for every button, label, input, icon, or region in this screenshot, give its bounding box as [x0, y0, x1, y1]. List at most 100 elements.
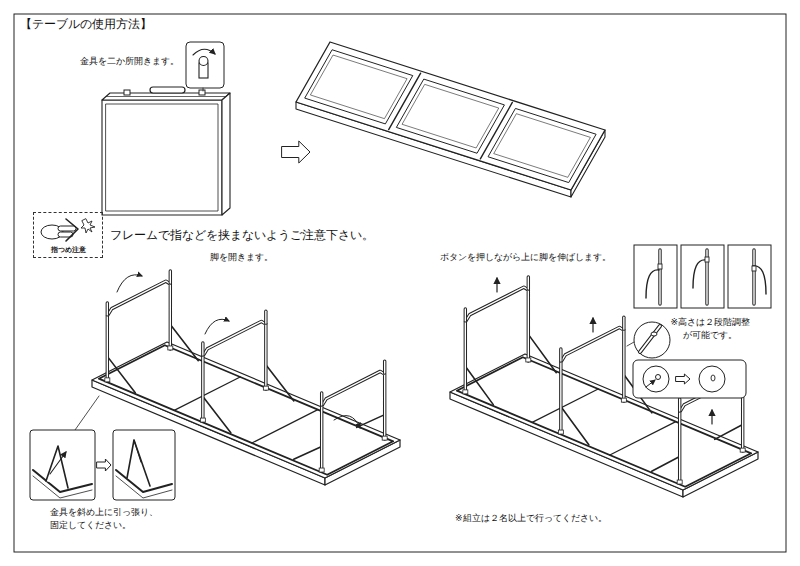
leg-frame	[465, 287, 528, 393]
leg-foot	[526, 358, 531, 362]
table-underside	[450, 354, 758, 490]
leg-button	[752, 266, 756, 271]
leg-tube-detail	[640, 326, 660, 352]
push-arrow	[646, 380, 655, 387]
button-detail-box	[633, 360, 746, 398]
leg-tip	[383, 361, 386, 373]
leg-brace	[203, 397, 231, 433]
button	[651, 332, 657, 336]
leg-tube-core	[753, 250, 754, 304]
leg-tip	[201, 343, 204, 355]
bracket-locked	[127, 440, 150, 486]
button-detail-circle	[634, 322, 670, 358]
leg-foot	[263, 386, 268, 390]
leg-hook	[646, 270, 659, 298]
note-label: 金具を斜め上に引っ張り、 固定してください。	[50, 506, 162, 532]
leg-brace	[528, 334, 556, 372]
leg-tip	[678, 399, 681, 411]
leg-frame-core	[203, 321, 266, 421]
leg-button	[658, 264, 662, 269]
leg-foot	[558, 430, 563, 434]
folded-table-seam	[106, 96, 226, 97]
leg-tube	[705, 250, 708, 304]
leg-tip-core	[465, 309, 466, 321]
leg-tip-core	[623, 317, 624, 329]
step-arrow	[676, 374, 690, 384]
leg-frame	[561, 327, 624, 433]
table-panel-inner	[402, 84, 499, 147]
leg-tip-core	[560, 349, 561, 361]
leg-hook	[693, 260, 706, 288]
leg-tip	[264, 311, 267, 323]
clasp-detail-box	[186, 42, 224, 88]
hand-finger	[58, 226, 76, 231]
panel-seam	[389, 73, 421, 129]
leg-frame	[322, 371, 385, 471]
leader-line	[203, 88, 204, 91]
clasp	[124, 90, 130, 95]
bracket	[46, 446, 68, 488]
leader-line	[627, 342, 634, 346]
warning-text: 指つめ注意	[51, 247, 86, 255]
note-label: ※組立は２名以上で行ってください。	[455, 512, 607, 525]
leg-tip-core	[107, 303, 108, 315]
leg-brace	[294, 447, 322, 460]
leg-tip-core	[528, 277, 529, 289]
folded-table-side	[222, 93, 230, 215]
table-panel-inner	[494, 114, 591, 177]
leg-frame-core	[107, 281, 170, 381]
hinge	[66, 219, 78, 241]
pull-arrow	[50, 452, 66, 474]
clasp	[199, 90, 205, 95]
leg-frame	[107, 281, 170, 381]
leg-foot	[463, 390, 468, 394]
table-panel-inner	[311, 55, 408, 118]
leg-tip	[622, 317, 625, 329]
table-panel	[397, 79, 505, 153]
leg-tip	[527, 277, 530, 289]
leg-brace	[357, 415, 385, 428]
height-detail-box	[681, 245, 724, 308]
up-arrow	[592, 318, 593, 332]
warning-icon: 指つめ注意	[33, 212, 103, 258]
leg-foot	[740, 448, 745, 452]
button-hole	[711, 375, 715, 381]
table-seam	[610, 422, 676, 455]
button-detail	[699, 366, 725, 392]
leg-tip-core	[384, 361, 385, 373]
note-label: ※高さは２段階調整 が可能です。	[668, 316, 753, 342]
leg-tip	[320, 393, 323, 405]
table-panel	[305, 50, 413, 124]
leg-foot	[105, 378, 110, 382]
table-seam	[532, 389, 598, 422]
leg-hook	[753, 266, 766, 294]
bracket-lock	[134, 440, 141, 462]
folded-table-edge	[106, 104, 218, 211]
bracket-detail-box	[113, 430, 175, 500]
folded-table-front	[102, 100, 222, 215]
leg-tip	[559, 349, 562, 361]
folded-table-handle	[150, 87, 185, 93]
page-frame	[14, 14, 786, 552]
note-label: 金具を二か所開きます。	[80, 55, 179, 68]
leg-tube	[752, 250, 755, 304]
title: 【テーブルの使用方法】	[20, 16, 152, 33]
folded-table-top	[102, 93, 230, 100]
open-arrow	[193, 49, 215, 55]
leg-frame-core	[465, 287, 528, 393]
leg-brace	[170, 324, 198, 360]
leg-tube-detail-core	[640, 326, 660, 352]
leg-foot	[200, 418, 205, 422]
rotate-arrow	[334, 416, 360, 429]
leg-foot	[382, 436, 387, 440]
button	[656, 375, 661, 380]
illustration	[14, 14, 786, 552]
leg-brace	[715, 425, 743, 440]
table-panel	[488, 108, 596, 182]
leg-tip	[106, 303, 109, 315]
note-label: 脚を開きます。	[210, 251, 273, 264]
leg-foot	[168, 346, 173, 350]
leg-tip-core	[170, 271, 171, 283]
